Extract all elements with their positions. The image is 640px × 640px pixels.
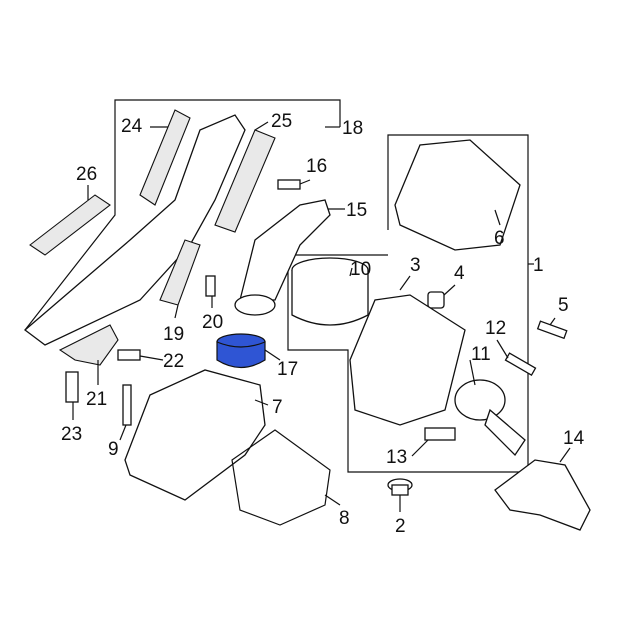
callout-14: 14 (563, 428, 585, 449)
callout-24: 24 (121, 116, 143, 137)
part-5-bolt (536, 320, 568, 340)
part-19-bracket (159, 239, 201, 306)
part-26-trim (29, 194, 111, 256)
part-15-duct (234, 199, 331, 316)
callout-15: 15 (346, 200, 367, 221)
callout-7: 7 (272, 397, 283, 418)
part-4-grommet (427, 291, 445, 309)
callout-9: 9 (108, 439, 119, 460)
part-17-clamp-highlighted (216, 333, 266, 369)
part-10-filter (291, 257, 369, 326)
callout-23: 23 (61, 424, 82, 445)
callout-4: 4 (454, 263, 465, 284)
part-3-housing (349, 294, 466, 426)
callout-12: 12 (485, 318, 506, 339)
callout-20: 20 (202, 312, 223, 333)
callout-19: 19 (163, 324, 184, 345)
callout-6: 6 (494, 228, 505, 249)
group-18-bracket (24, 99, 341, 331)
part-20-bolt (205, 275, 216, 297)
part-11-sensor (454, 379, 526, 457)
callout-16: 16 (306, 156, 327, 177)
part-9-bolt (122, 384, 132, 426)
part-24-panel (139, 109, 191, 206)
part-16-bolt (277, 179, 301, 190)
group-1-bracket (287, 134, 529, 473)
callout-10: 10 (350, 259, 371, 280)
callout-18: 18 (342, 118, 363, 139)
callout-22: 22 (163, 351, 184, 372)
callout-11: 11 (471, 344, 491, 365)
callout-5: 5 (558, 295, 569, 316)
part-13-sensor (424, 427, 456, 441)
part-18-duct (23, 114, 246, 346)
part-6-cover (394, 139, 521, 251)
callout-25: 25 (271, 111, 292, 132)
leader-lines (72, 121, 571, 512)
callout-13: 13 (386, 447, 407, 468)
part-22-bolt (117, 349, 141, 361)
part-23-stud (65, 371, 79, 403)
part-21-bracket (58, 324, 119, 366)
callout-2: 2 (395, 516, 406, 537)
part-14-duct (494, 459, 591, 531)
part-7-lower-housing (124, 369, 266, 501)
callout-1: 1 (533, 255, 544, 276)
callout-26: 26 (76, 164, 97, 185)
part-8-seal (231, 429, 331, 526)
callout-3: 3 (410, 255, 421, 276)
callout-17: 17 (277, 359, 298, 380)
callout-8: 8 (339, 508, 350, 529)
part-25-panel (214, 129, 276, 233)
part-12-bolt (504, 352, 537, 376)
part-2-grommet (387, 478, 413, 496)
callout-21: 21 (86, 389, 107, 410)
